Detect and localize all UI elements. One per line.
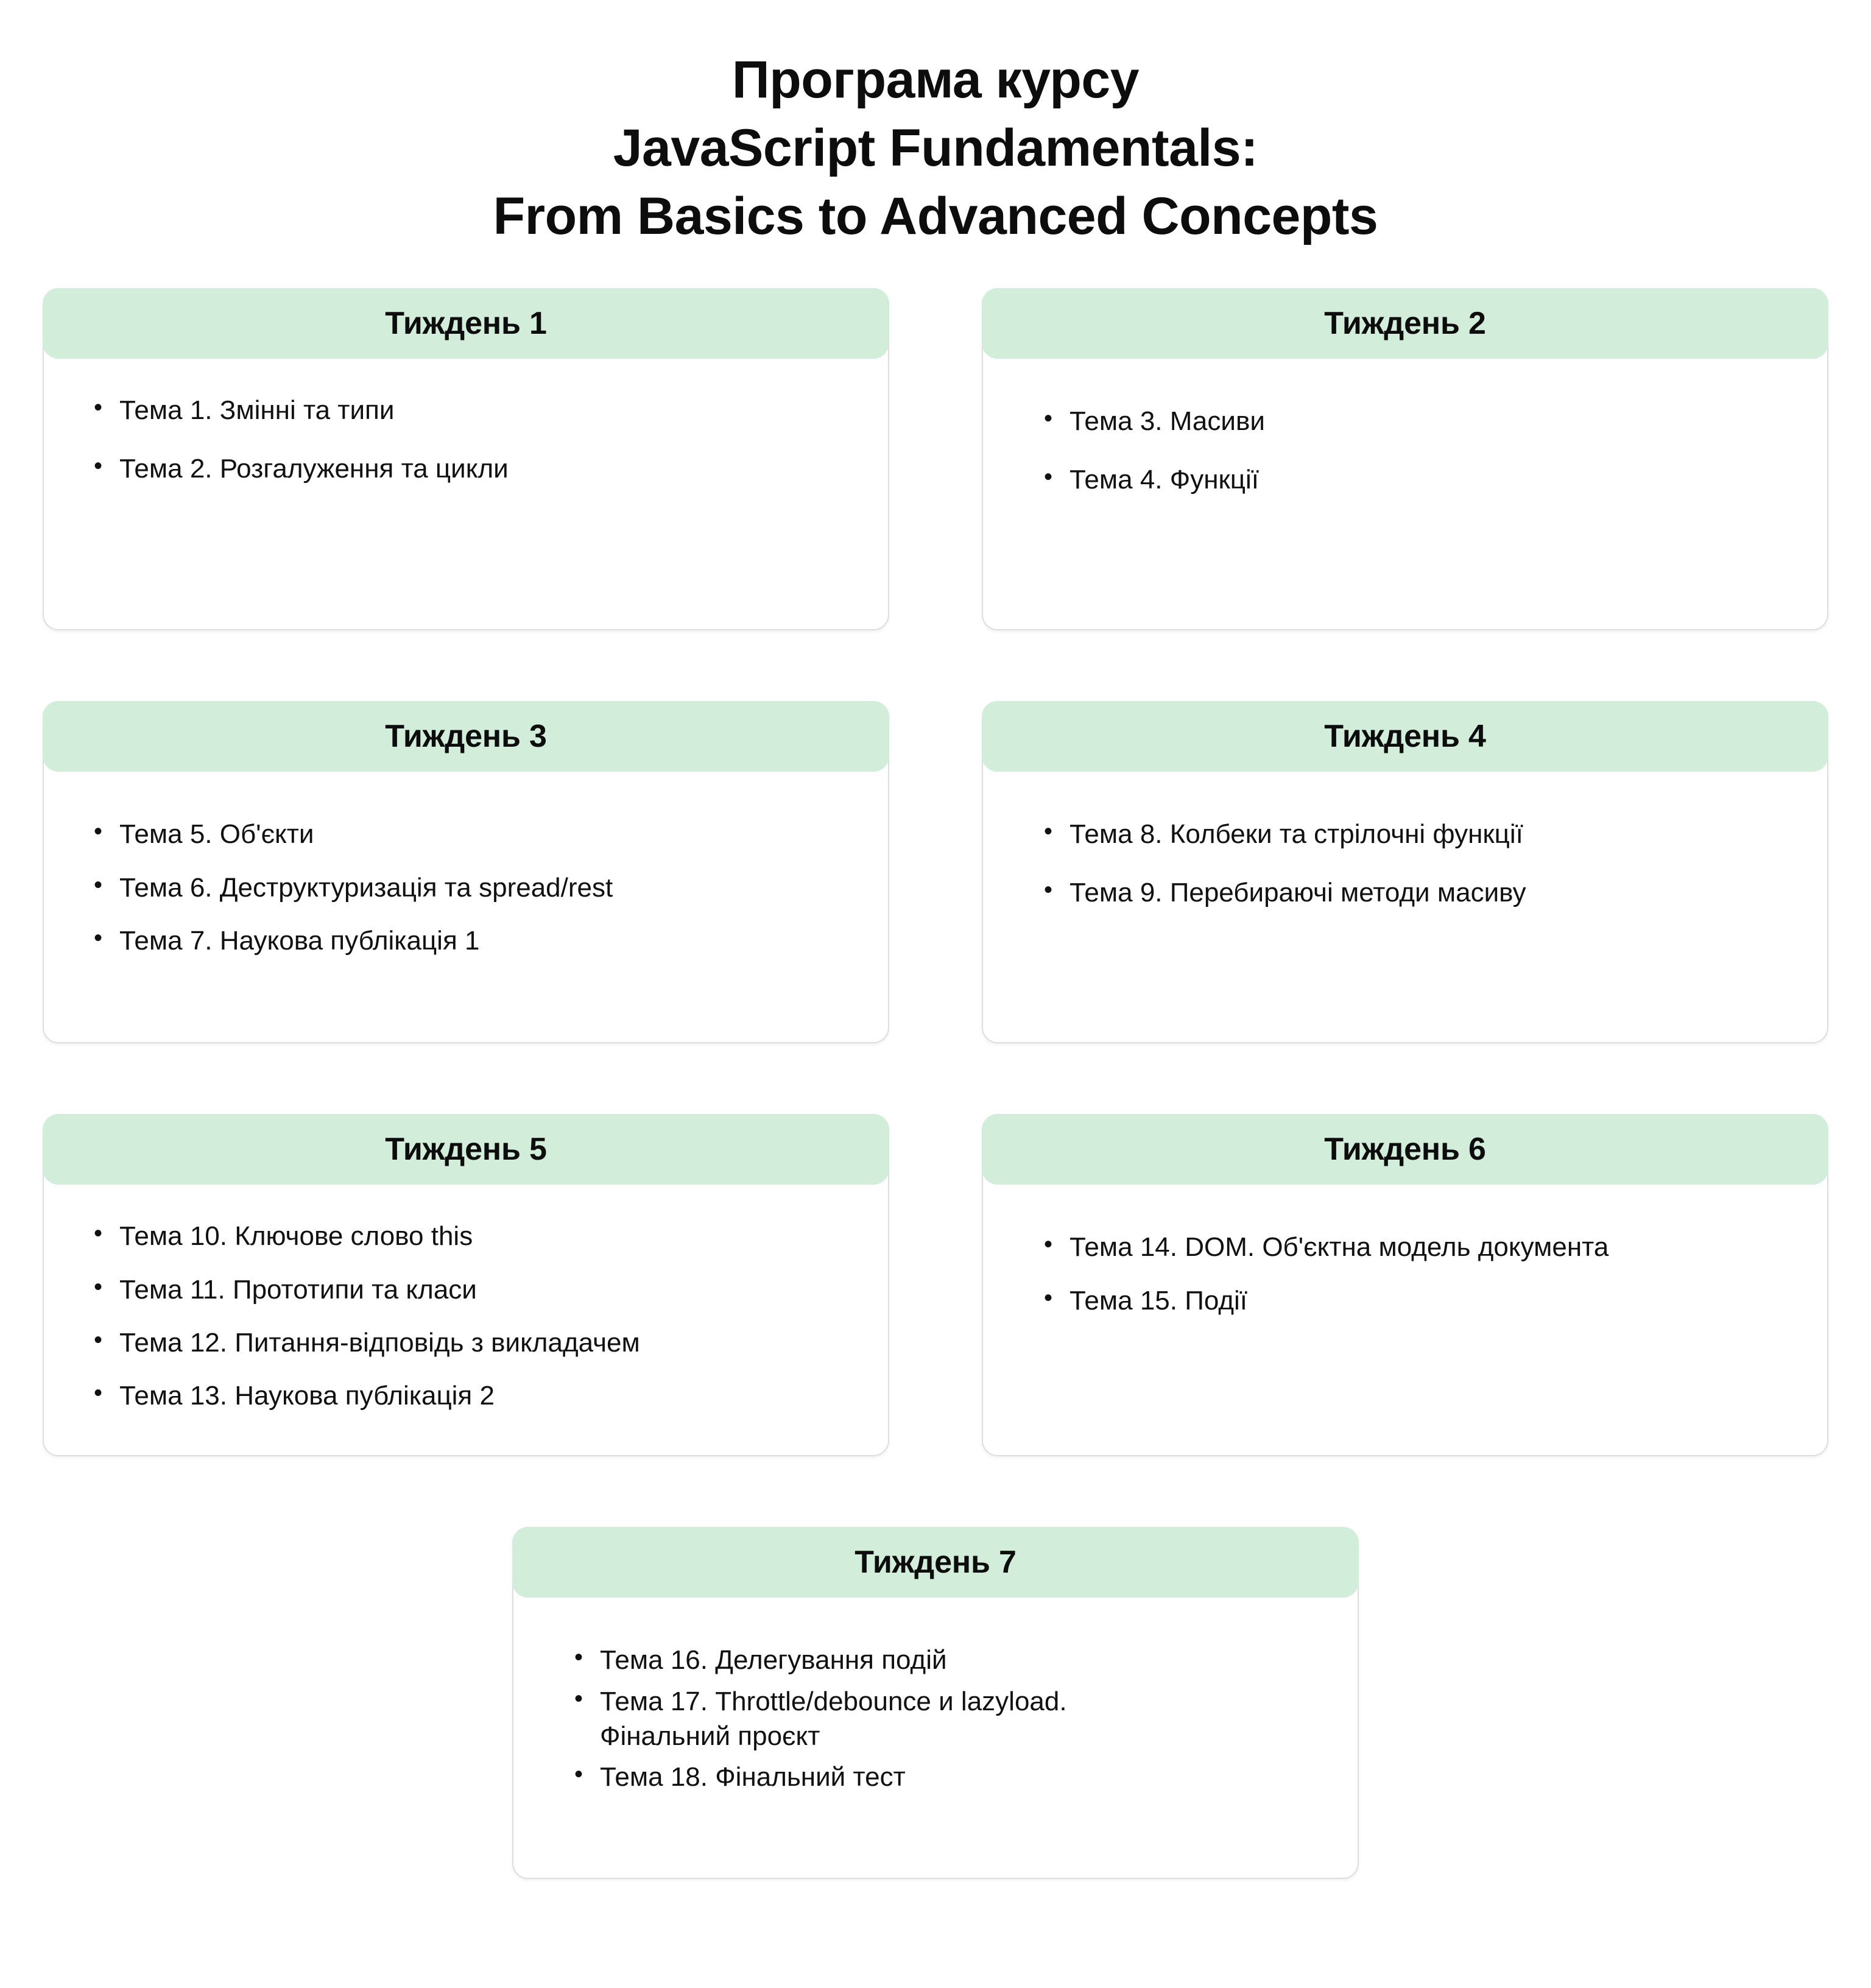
list-item: Тема 11. Прототипи та класи xyxy=(91,1271,851,1307)
list-item: Тема 4. Функції xyxy=(1041,461,1791,497)
week-card-7-title: Тиждень 7 xyxy=(854,1545,1017,1581)
week-card-7-body: Тема 16. Делегування подій Тема 17. Thro… xyxy=(513,1598,1358,1794)
week-card-1[interactable]: Тиждень 1 Тема 1. Змінні та типи Тема 2.… xyxy=(43,288,889,631)
week-card-7-header: Тиждень 7 xyxy=(512,1527,1359,1598)
list-item: Тема 10. Ключове слово this xyxy=(91,1218,851,1253)
page-title-line-1: Програма курсу xyxy=(731,51,1140,109)
list-item: Тема 13. Наукова публікація 2 xyxy=(91,1377,851,1413)
list-item: Тема 8. Колбеки та стрілочні функції xyxy=(1041,816,1791,851)
week-cards-area: Тиждень 1 Тема 1. Змінні та типи Тема 2.… xyxy=(0,288,1871,1880)
list-item: Тема 12. Питання-відповідь з викладачем xyxy=(91,1324,851,1360)
week-card-5[interactable]: Тиждень 5 Тема 10. Ключове слово this Те… xyxy=(43,1114,889,1457)
week-card-2-topic-list: Тема 3. Масиви Тема 4. Функції xyxy=(1041,403,1791,497)
page-title-line-2: JavaScript Fundamentals: xyxy=(613,118,1258,177)
list-item: Тема 5. Об'єкти xyxy=(91,816,851,851)
week-card-5-header: Тиждень 5 xyxy=(43,1114,889,1185)
week-card-3-topic-list: Тема 5. Об'єкти Тема 6. Деструктуризація… xyxy=(91,816,851,958)
list-item: Тема 2. Розгалуження та цикли xyxy=(91,450,851,486)
week-card-5-body: Тема 10. Ключове слово this Тема 11. Про… xyxy=(44,1185,888,1413)
week-card-1-topic-list: Тема 1. Змінні та типи Тема 2. Розгалуже… xyxy=(91,392,851,486)
list-item: Тема 1. Змінні та типи xyxy=(91,392,851,428)
week-card-2-header: Тиждень 2 xyxy=(982,288,1828,359)
week-card-5-title: Тиждень 5 xyxy=(385,1132,547,1168)
list-item: Тема 16. Делегування подій xyxy=(572,1641,1321,1677)
week-card-4-body: Тема 8. Колбеки та стрілочні функції Тем… xyxy=(983,772,1827,909)
list-item: Тема 3. Масиви xyxy=(1041,403,1791,439)
week-card-4-topic-list: Тема 8. Колбеки та стрілочні функції Тем… xyxy=(1041,816,1791,910)
week-card-4-title: Тиждень 4 xyxy=(1324,719,1486,755)
week-card-5-topic-list: Тема 10. Ключове слово this Тема 11. Про… xyxy=(91,1218,851,1413)
week-card-1-header: Тиждень 1 xyxy=(43,288,889,359)
week-card-row-4: Тиждень 7 Тема 16. Делегування подій Тем… xyxy=(43,1527,1828,1880)
week-card-6-topic-list: Тема 14. DOM. Об'єктна модель документа … xyxy=(1041,1228,1791,1318)
week-card-3-body: Тема 5. Об'єкти Тема 6. Деструктуризація… xyxy=(44,772,888,958)
page-title: Програма курсу JavaScript Fundamentals: … xyxy=(0,0,1871,250)
week-card-7[interactable]: Тиждень 7 Тема 16. Делегування подій Тем… xyxy=(512,1527,1359,1880)
week-card-6-body: Тема 14. DOM. Об'єктна модель документа … xyxy=(983,1185,1827,1317)
list-item: Тема 9. Перебираючі методи масиву xyxy=(1041,874,1791,910)
week-card-row-1: Тиждень 1 Тема 1. Змінні та типи Тема 2.… xyxy=(43,288,1828,631)
week-card-3-title: Тиждень 3 xyxy=(385,719,547,755)
week-card-1-body: Тема 1. Змінні та типи Тема 2. Розгалуже… xyxy=(44,359,888,485)
week-card-4[interactable]: Тиждень 4 Тема 8. Колбеки та стрілочні ф… xyxy=(982,701,1828,1044)
week-card-6-title: Тиждень 6 xyxy=(1324,1132,1486,1168)
list-item: Тема 17. Throttle/debounce и lazyload. Ф… xyxy=(572,1683,1321,1754)
week-card-2[interactable]: Тиждень 2 Тема 3. Масиви Тема 4. Функції xyxy=(982,288,1828,631)
week-card-6[interactable]: Тиждень 6 Тема 14. DOM. Об'єктна модель … xyxy=(982,1114,1828,1457)
week-card-1-title: Тиждень 1 xyxy=(385,306,547,342)
week-card-2-title: Тиждень 2 xyxy=(1324,306,1486,342)
list-item: Тема 14. DOM. Об'єктна модель документа xyxy=(1041,1228,1791,1264)
list-item: Тема 15. Події xyxy=(1041,1282,1791,1318)
list-item: Тема 7. Наукова публікація 1 xyxy=(91,922,851,958)
week-card-3[interactable]: Тиждень 3 Тема 5. Об'єкти Тема 6. Дестру… xyxy=(43,701,889,1044)
week-card-2-body: Тема 3. Масиви Тема 4. Функції xyxy=(983,359,1827,496)
week-card-row-2: Тиждень 3 Тема 5. Об'єкти Тема 6. Дестру… xyxy=(43,701,1828,1044)
week-card-7-topic-list: Тема 16. Делегування подій Тема 17. Thro… xyxy=(572,1641,1321,1794)
week-card-3-header: Тиждень 3 xyxy=(43,701,889,772)
week-card-row-3: Тиждень 5 Тема 10. Ключове слово this Те… xyxy=(43,1114,1828,1457)
list-item: Тема 18. Фінальний тест xyxy=(572,1758,1321,1794)
week-card-6-header: Тиждень 6 xyxy=(982,1114,1828,1185)
list-item: Тема 6. Деструктуризація та spread/rest xyxy=(91,869,851,905)
page-title-line-3: From Basics to Advanced Concepts xyxy=(493,186,1378,245)
week-card-4-header: Тиждень 4 xyxy=(982,701,1828,772)
